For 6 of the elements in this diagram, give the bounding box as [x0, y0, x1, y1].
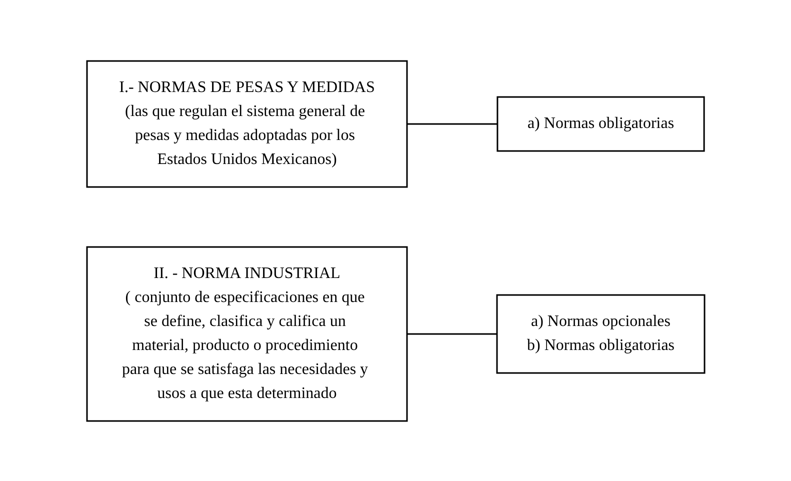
node-box: II. - NORMA INDUSTRIAL ( conjunto de especificaciones en que se define, clasifica y califica un material, producto o procedimiento para que se satisfaga las necesidades y usos a que esta determinado [86, 246, 408, 422]
connector [406, 332, 497, 334]
node-box: a) Normas obligatorias [496, 96, 705, 152]
connector [406, 122, 498, 124]
node-box: I.- NORMAS DE PESAS Y MEDIDAS (las que regulan el sistema general de pesas y medidas adoptadas por los Estados Unidos Mexicanos) [86, 60, 408, 188]
node-box: a) Normas opcionales b) Normas obligatorias [496, 294, 706, 374]
